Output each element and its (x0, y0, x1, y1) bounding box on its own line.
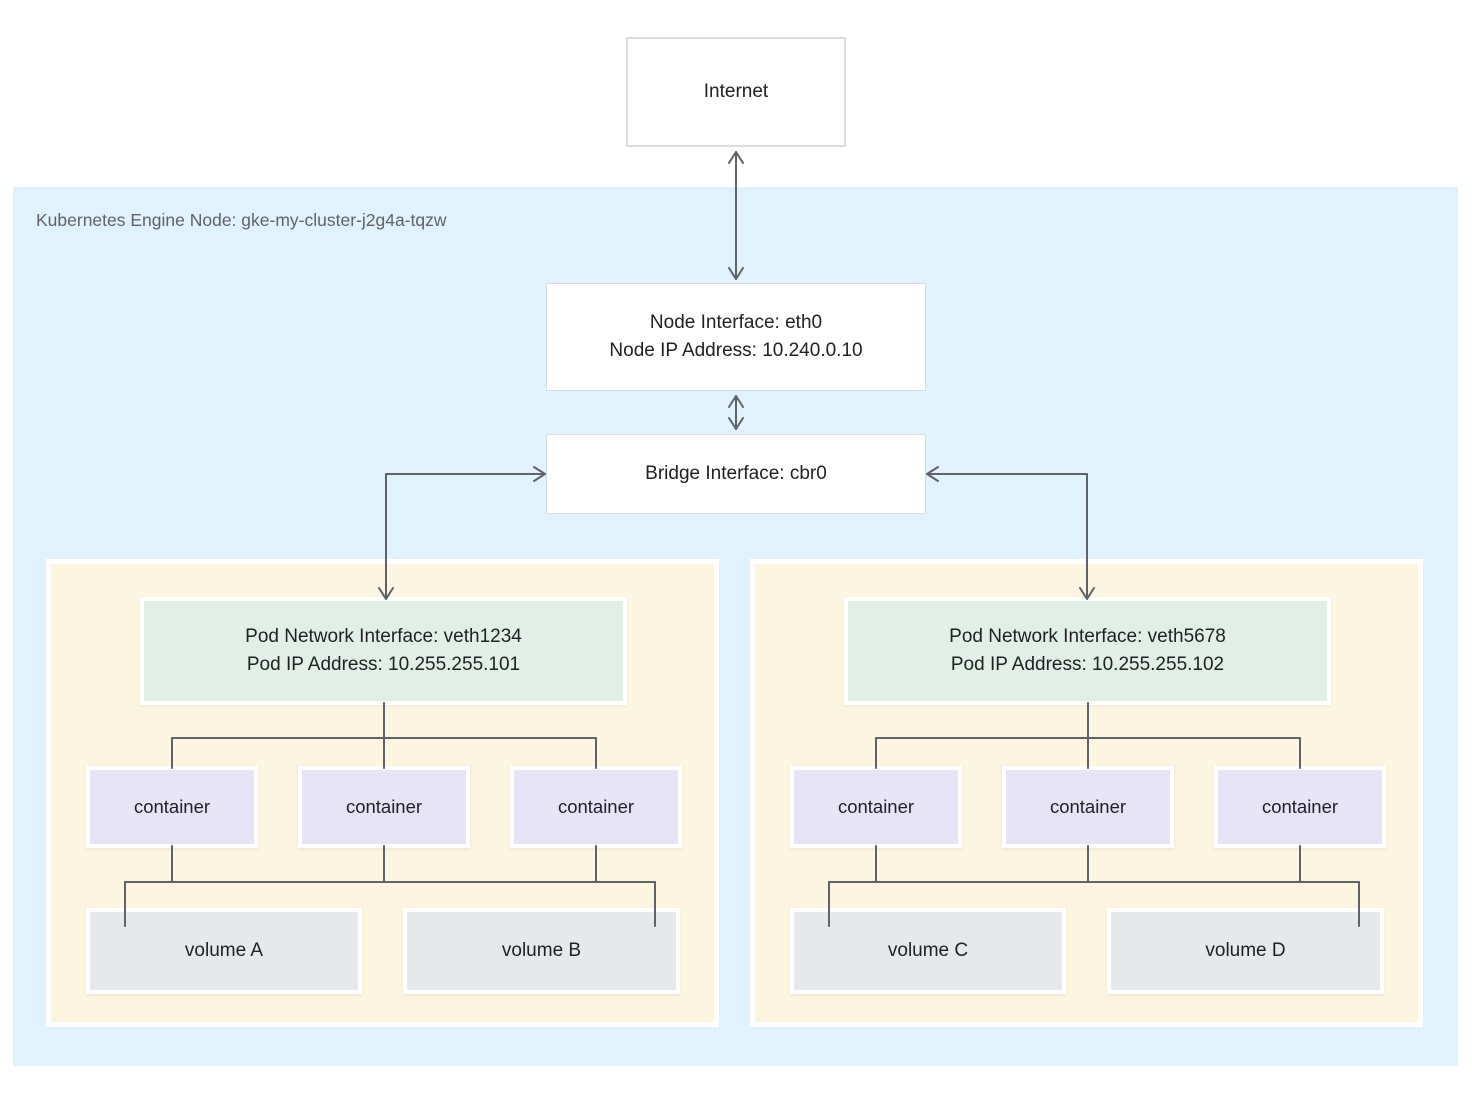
pod1-volume-a: volume A (90, 912, 358, 990)
pod1-network-interface-box: Pod Network Interface: veth1234 Pod IP A… (144, 601, 623, 701)
volume-label: volume B (501, 940, 582, 961)
pod-region-2: Pod Network Interface: veth5678 Pod IP A… (755, 564, 1418, 1022)
pod2-container-2: container (1006, 770, 1170, 844)
pod1-interface-name: Pod Network Interface: veth1234 (245, 626, 522, 647)
container-label: container (345, 796, 423, 817)
pod2-interface-name: Pod Network Interface: veth5678 (949, 626, 1226, 647)
bridge-interface-label: Bridge Interface: cbr0 (645, 463, 827, 484)
pod2-volume-d: volume D (1111, 912, 1380, 990)
node-region-label: Kubernetes Engine Node: gke-my-cluster-j… (36, 210, 447, 230)
pod2-container-1: container (794, 770, 958, 844)
volume-label: volume C (887, 940, 969, 961)
pod1-container-2: container (302, 770, 466, 844)
container-label: container (1261, 796, 1339, 817)
container-label: container (837, 796, 915, 817)
node-ip-address: Node IP Address: 10.240.0.10 (609, 340, 863, 361)
pod1-volume-b: volume B (407, 912, 676, 990)
container-label: container (1049, 796, 1127, 817)
bridge-interface-box: Bridge Interface: cbr0 (546, 434, 926, 514)
pod1-container-1: container (90, 770, 254, 844)
pod2-container-3: container (1218, 770, 1382, 844)
pod1-container-3: container (514, 770, 678, 844)
internet-label: Internet (703, 81, 769, 102)
volume-label: volume D (1205, 940, 1286, 961)
internet-box: Internet (626, 37, 846, 147)
node-interface-name: Node Interface: eth0 (649, 312, 823, 333)
pod-region-1: Pod Network Interface: veth1234 Pod IP A… (51, 564, 714, 1022)
container-label: container (133, 796, 211, 817)
pod2-volume-c: volume C (794, 912, 1062, 990)
container-label: container (557, 796, 635, 817)
volume-label: volume A (184, 940, 264, 961)
pod2-network-interface-box: Pod Network Interface: veth5678 Pod IP A… (848, 601, 1327, 701)
pod2-ip-address: Pod IP Address: 10.255.255.102 (950, 654, 1225, 675)
node-interface-box: Node Interface: eth0 Node IP Address: 10… (546, 283, 926, 391)
pod1-ip-address: Pod IP Address: 10.255.255.101 (246, 654, 521, 675)
